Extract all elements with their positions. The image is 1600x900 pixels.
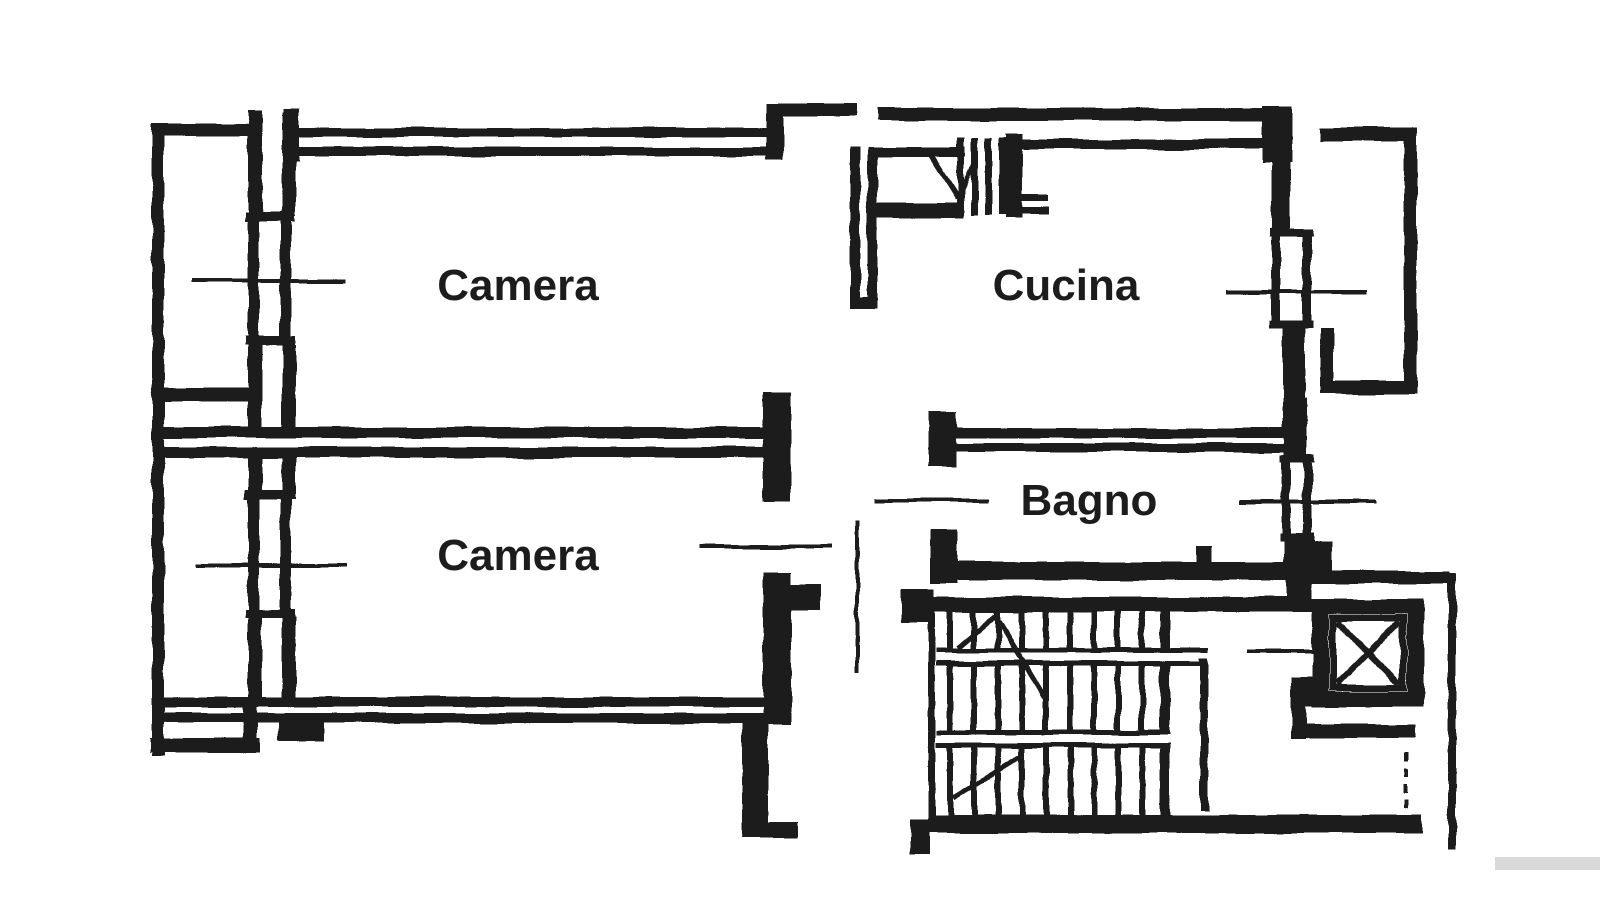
room-label-bagno: Bagno — [1021, 476, 1158, 525]
top-exterior-wall — [283, 103, 1292, 162]
window-cucina-icon — [1269, 228, 1313, 328]
elevator-x-icon — [1334, 619, 1402, 687]
elevator-shaft — [1291, 599, 1424, 813]
staircase-main — [928, 612, 1208, 816]
staircase-travel-line — [951, 614, 1049, 801]
entry-steps-icon — [957, 134, 1048, 218]
wall-between-cameras — [160, 392, 791, 502]
entry-steps-travel-line — [925, 148, 977, 200]
room-label-camera-top: Camera — [437, 261, 599, 310]
room-label-camera-bottom: Camera — [437, 531, 599, 580]
window-sill-lines — [192, 279, 1377, 567]
hall-partition-wall — [850, 147, 964, 309]
window-bagno-icon — [1279, 455, 1315, 541]
balcony-right — [1320, 128, 1417, 394]
left-exterior-wall — [248, 110, 296, 704]
window-camera-bottom-icon — [245, 490, 295, 618]
right-exterior-wall — [1271, 143, 1332, 574]
camera-bottom-walls — [160, 573, 821, 838]
balcony-left — [150, 124, 260, 756]
bagno-walls — [901, 412, 1312, 623]
room-label-cucina: Cucina — [993, 261, 1140, 310]
door-swing-lines — [700, 498, 1312, 672]
stair-block-shell — [910, 571, 1456, 854]
scan-smudge — [1495, 857, 1600, 870]
